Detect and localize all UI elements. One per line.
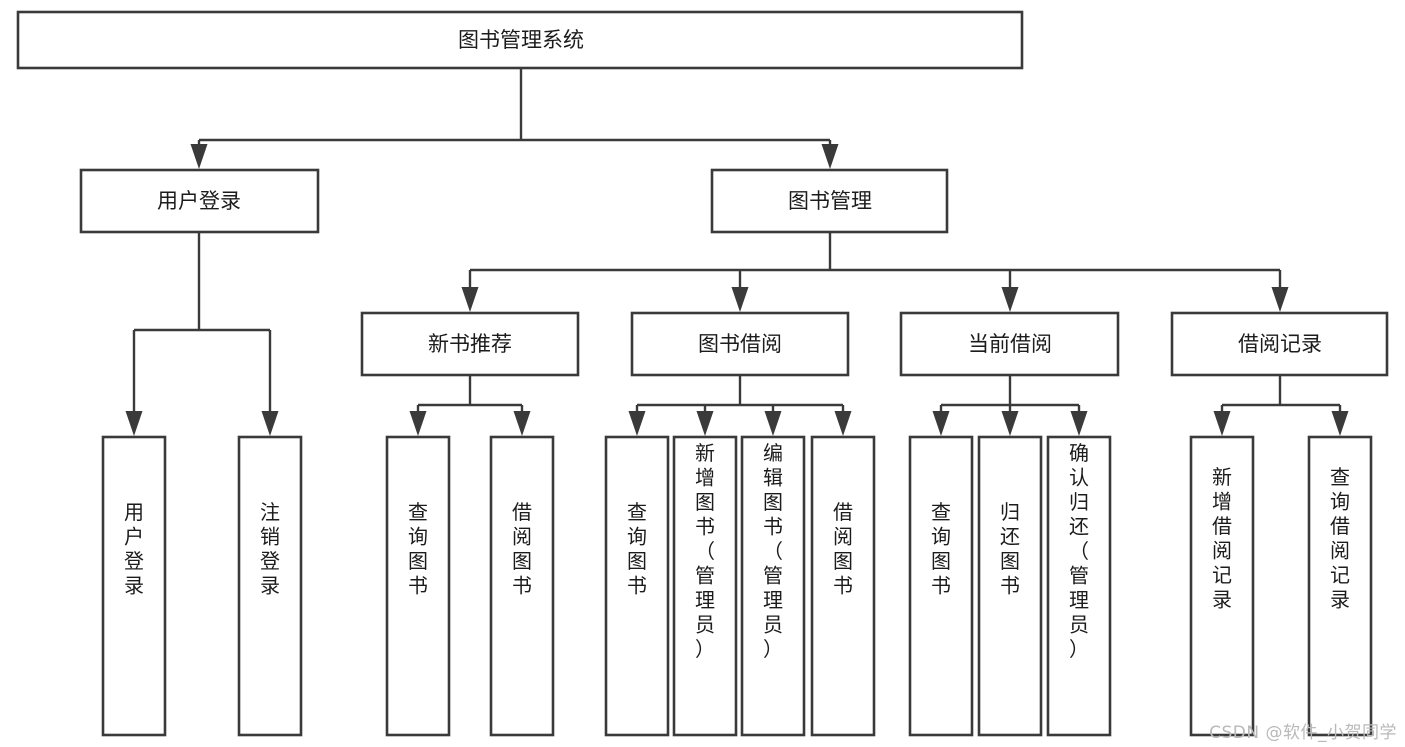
leaf-node[interactable]: 借阅图书 <box>489 435 555 737</box>
node-book-management-box <box>710 168 949 234</box>
connector-borrowrecord-to-leaves <box>1213 375 1349 436</box>
leaf-label: 用户登录 <box>124 500 144 598</box>
leaf-label: 查询借阅记录 <box>1330 465 1350 612</box>
connector-userlogin-to-leaves <box>125 232 279 436</box>
leaf-node[interactable]: 查询图书 <box>604 435 670 737</box>
node-root-system[interactable]: 图书管理系统 <box>16 10 1024 70</box>
arrow-icon <box>932 411 950 436</box>
leaf-box <box>385 435 451 737</box>
arrow-icon <box>1070 411 1088 436</box>
node-book-borrow[interactable]: 图书借阅 <box>630 311 850 377</box>
leaf-label: 查询图书 <box>408 500 428 598</box>
connector-currentborrow-to-leaves <box>932 375 1088 436</box>
node-root-label: 图书管理系统 <box>458 28 584 52</box>
connector-bookborrow-to-leaves <box>628 375 852 436</box>
node-book-management-label: 图书管理 <box>788 189 872 213</box>
arrow-icon <box>190 144 208 169</box>
leaf-label: 新增图书（管理员） <box>695 441 715 661</box>
leaf-node[interactable]: 查询借阅记录 <box>1307 435 1373 737</box>
node-root-box <box>16 10 1024 70</box>
node-new-book-recommend-box <box>360 311 580 377</box>
node-user-login-box <box>79 168 320 234</box>
node-current-borrow-label: 当前借阅 <box>968 332 1052 356</box>
leaf-label: 确认归还（管理员） <box>1069 441 1089 661</box>
leaf-node[interactable]: 确认归还（管理员） <box>1046 435 1112 737</box>
node-new-book-recommend-label: 新书推荐 <box>428 332 512 356</box>
arrow-icon <box>1331 411 1349 436</box>
leaf-node[interactable]: 编辑图书（管理员） <box>740 435 806 737</box>
leaf-label: 查询图书 <box>627 500 647 598</box>
arrow-icon <box>628 411 646 436</box>
arrow-icon <box>821 144 839 169</box>
arrow-icon <box>731 287 749 312</box>
node-book-management[interactable]: 图书管理 <box>710 168 949 234</box>
leaf-box <box>977 435 1043 737</box>
leaf-box <box>908 435 974 737</box>
arrow-icon <box>1001 411 1019 436</box>
arrow-icon <box>513 411 531 436</box>
leaf-box <box>1307 435 1373 737</box>
node-user-login-label: 用户登录 <box>157 189 241 213</box>
leaf-node[interactable]: 用户登录 <box>101 435 167 737</box>
node-borrow-record[interactable]: 借阅记录 <box>1170 311 1389 377</box>
node-borrow-record-box <box>1170 311 1389 377</box>
leaf-box <box>1189 435 1255 737</box>
leaf-box <box>489 435 555 737</box>
leaf-box <box>237 435 303 737</box>
connector-newbook-to-leaves <box>409 375 531 436</box>
arrow-icon <box>125 411 143 436</box>
connector-root-to-level2 <box>190 68 839 169</box>
arrow-icon <box>1213 411 1231 436</box>
leaf-node[interactable]: 注销登录 <box>237 435 303 737</box>
node-borrow-record-label: 借阅记录 <box>1238 332 1322 356</box>
leaf-label: 归还图书 <box>1000 500 1020 598</box>
leaf-node[interactable]: 查询图书 <box>908 435 974 737</box>
leaf-box <box>1046 435 1112 737</box>
leaf-box <box>101 435 167 737</box>
node-current-borrow[interactable]: 当前借阅 <box>899 311 1120 377</box>
arrow-icon <box>834 411 852 436</box>
arrow-icon <box>1001 287 1019 312</box>
leaf-node[interactable]: 查询图书 <box>385 435 451 737</box>
arrow-icon <box>1271 287 1289 312</box>
leaf-node[interactable]: 借阅图书 <box>810 435 876 737</box>
node-book-borrow-box <box>630 311 850 377</box>
leaf-box <box>810 435 876 737</box>
arrow-icon <box>764 411 782 436</box>
leaf-label: 编辑图书（管理员） <box>763 441 783 661</box>
leaf-box <box>740 435 806 737</box>
node-new-book-recommend[interactable]: 新书推荐 <box>360 311 580 377</box>
node-current-borrow-box <box>899 311 1120 377</box>
arrow-icon <box>261 411 279 436</box>
leaf-label: 新增借阅记录 <box>1212 465 1232 612</box>
leaf-node[interactable]: 新增图书（管理员） <box>672 435 738 737</box>
leaf-label: 注销登录 <box>260 500 280 598</box>
leaf-label: 查询图书 <box>931 500 951 598</box>
connector-bookmgmt-to-level3 <box>461 232 1289 312</box>
leaf-box <box>604 435 670 737</box>
leaf-label: 借阅图书 <box>833 500 853 598</box>
arrow-icon <box>696 411 714 436</box>
leaf-box <box>672 435 738 737</box>
arrow-icon <box>409 411 427 436</box>
node-book-borrow-label: 图书借阅 <box>698 332 782 356</box>
leaf-node[interactable]: 新增借阅记录 <box>1189 435 1255 737</box>
leaf-node[interactable]: 归还图书 <box>977 435 1043 737</box>
arrow-icon <box>461 287 479 312</box>
leaf-label: 借阅图书 <box>512 500 532 598</box>
node-user-login[interactable]: 用户登录 <box>79 168 320 234</box>
